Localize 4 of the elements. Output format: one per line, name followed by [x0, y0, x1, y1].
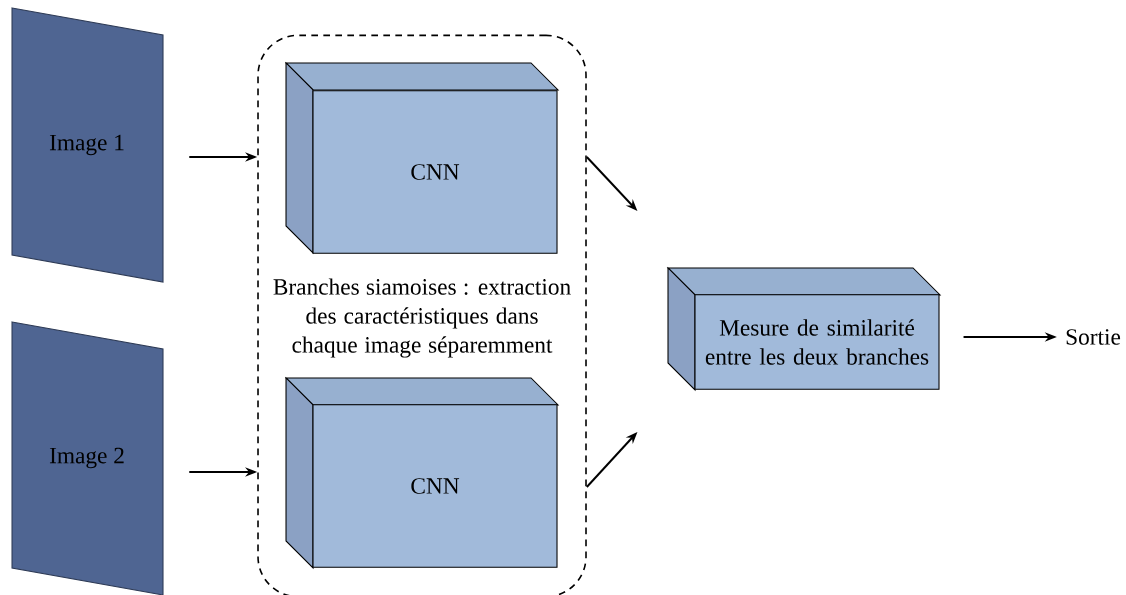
output-label: Sortie [1066, 329, 1121, 345]
image-panel: Image 2 [11, 321, 164, 595]
group-caption: Branches siamoises : extraction des caractéristiques dans chaque image séparemment [273, 278, 571, 358]
image-panel: Image 1 [11, 7, 164, 283]
